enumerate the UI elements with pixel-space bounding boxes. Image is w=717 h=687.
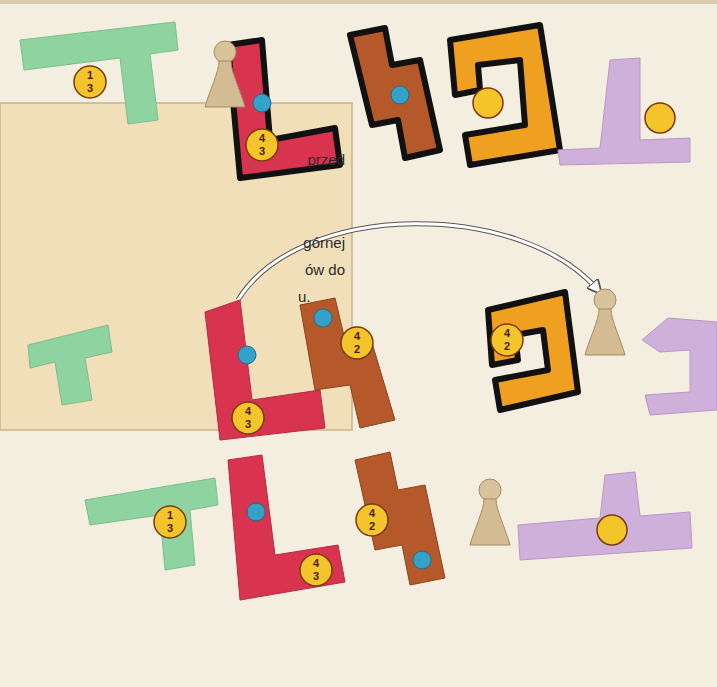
button-cost: 4 (369, 508, 375, 519)
time-cost: 3 (259, 146, 265, 157)
time-cost: 3 (245, 419, 251, 430)
button-cost: 4 (313, 558, 319, 569)
button-cost: 4 (245, 406, 251, 417)
button-cost: 4 (259, 133, 265, 144)
button-cost: 1 (167, 510, 173, 521)
button-cost: 4 (354, 331, 360, 342)
button-cost: 4 (504, 328, 510, 339)
rule-text: przed (307, 152, 345, 167)
time-cost: 3 (167, 523, 173, 534)
time-cost: 3 (87, 83, 93, 94)
time-cost: 2 (369, 521, 375, 532)
rule-text: u. (298, 289, 311, 304)
rule-text: ów do (305, 262, 345, 277)
time-cost: 3 (313, 571, 319, 582)
rule-text: górnej (303, 235, 345, 250)
time-cost: 2 (504, 341, 510, 352)
time-cost: 2 (354, 344, 360, 355)
button-cost: 1 (87, 70, 93, 81)
